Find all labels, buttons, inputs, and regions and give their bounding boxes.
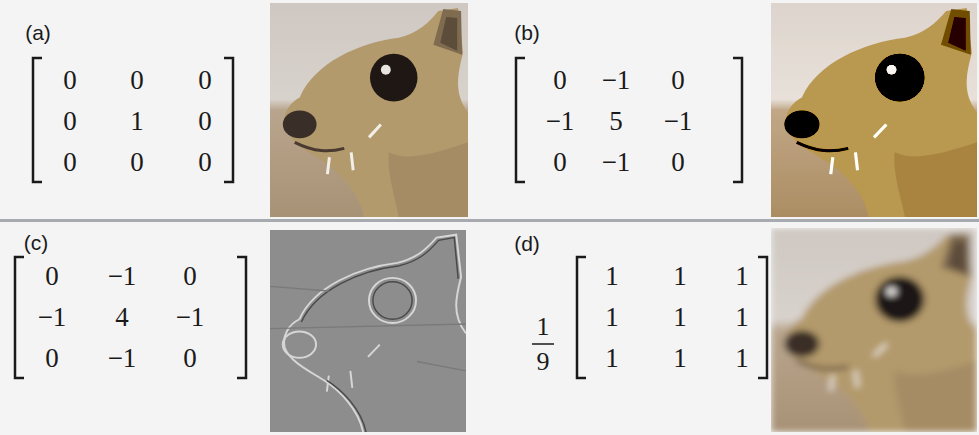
matrix-entry: 0 — [553, 67, 567, 94]
matrix-entry: 0 — [671, 149, 685, 176]
matrix-entry: 0 — [130, 149, 144, 176]
matrix-entry: 1 — [605, 263, 619, 290]
matrix-entry: −1 — [546, 108, 575, 135]
matrix-entry: 0 — [45, 345, 59, 372]
matrix-brackets — [15, 58, 767, 378]
matrix-entry: 4 — [115, 304, 129, 331]
panel-label: (b) — [514, 22, 540, 43]
matrix-entry: 1 — [735, 304, 749, 331]
fraction-denominator: 9 — [537, 349, 550, 375]
matrix-entry: 1 — [673, 345, 687, 372]
photo-edges — [270, 230, 466, 432]
matrix-entry: 0 — [63, 149, 77, 176]
matrix-entry: −1 — [108, 263, 137, 290]
panel-label: (d) — [514, 233, 540, 254]
matrix-entry: 0 — [45, 263, 59, 290]
matrix-entry: −1 — [108, 345, 137, 372]
matrix-entry: −1 — [664, 108, 693, 135]
matrix-entry: 0 — [183, 263, 197, 290]
matrix-entry: 0 — [198, 149, 212, 176]
panel-label: (a) — [25, 22, 51, 43]
fraction-numerator: 1 — [537, 314, 550, 340]
matrix-entry: 0 — [198, 67, 212, 94]
photo-blurred — [771, 228, 977, 432]
matrix-entry: 1 — [673, 263, 687, 290]
matrix-entry: 0 — [198, 108, 212, 135]
matrix-entry: 1 — [130, 108, 144, 135]
photo-sharpened — [771, 3, 977, 217]
matrix-entry: 5 — [609, 108, 623, 135]
matrix-entry: −1 — [38, 304, 67, 331]
matrix-entry: 1 — [605, 304, 619, 331]
panel-label: (c) — [24, 232, 49, 253]
matrix-entry: −1 — [176, 304, 205, 331]
matrix-entry: 0 — [63, 108, 77, 135]
matrix-entry: 0 — [671, 67, 685, 94]
matrix-entry: 0 — [183, 345, 197, 372]
matrix-entry: 0 — [553, 149, 567, 176]
matrix-entry: 1 — [605, 345, 619, 372]
matrix-entry: −1 — [602, 149, 631, 176]
matrix-entry: 0 — [130, 67, 144, 94]
fraction-bar — [532, 343, 554, 345]
matrix-entry: 0 — [63, 67, 77, 94]
matrix-entry: 1 — [735, 263, 749, 290]
matrix-entry: −1 — [602, 67, 631, 94]
matrix-entry: 1 — [673, 304, 687, 331]
matrix-entry: 1 — [735, 345, 749, 372]
divider — [0, 219, 979, 222]
photo-original — [270, 3, 468, 217]
